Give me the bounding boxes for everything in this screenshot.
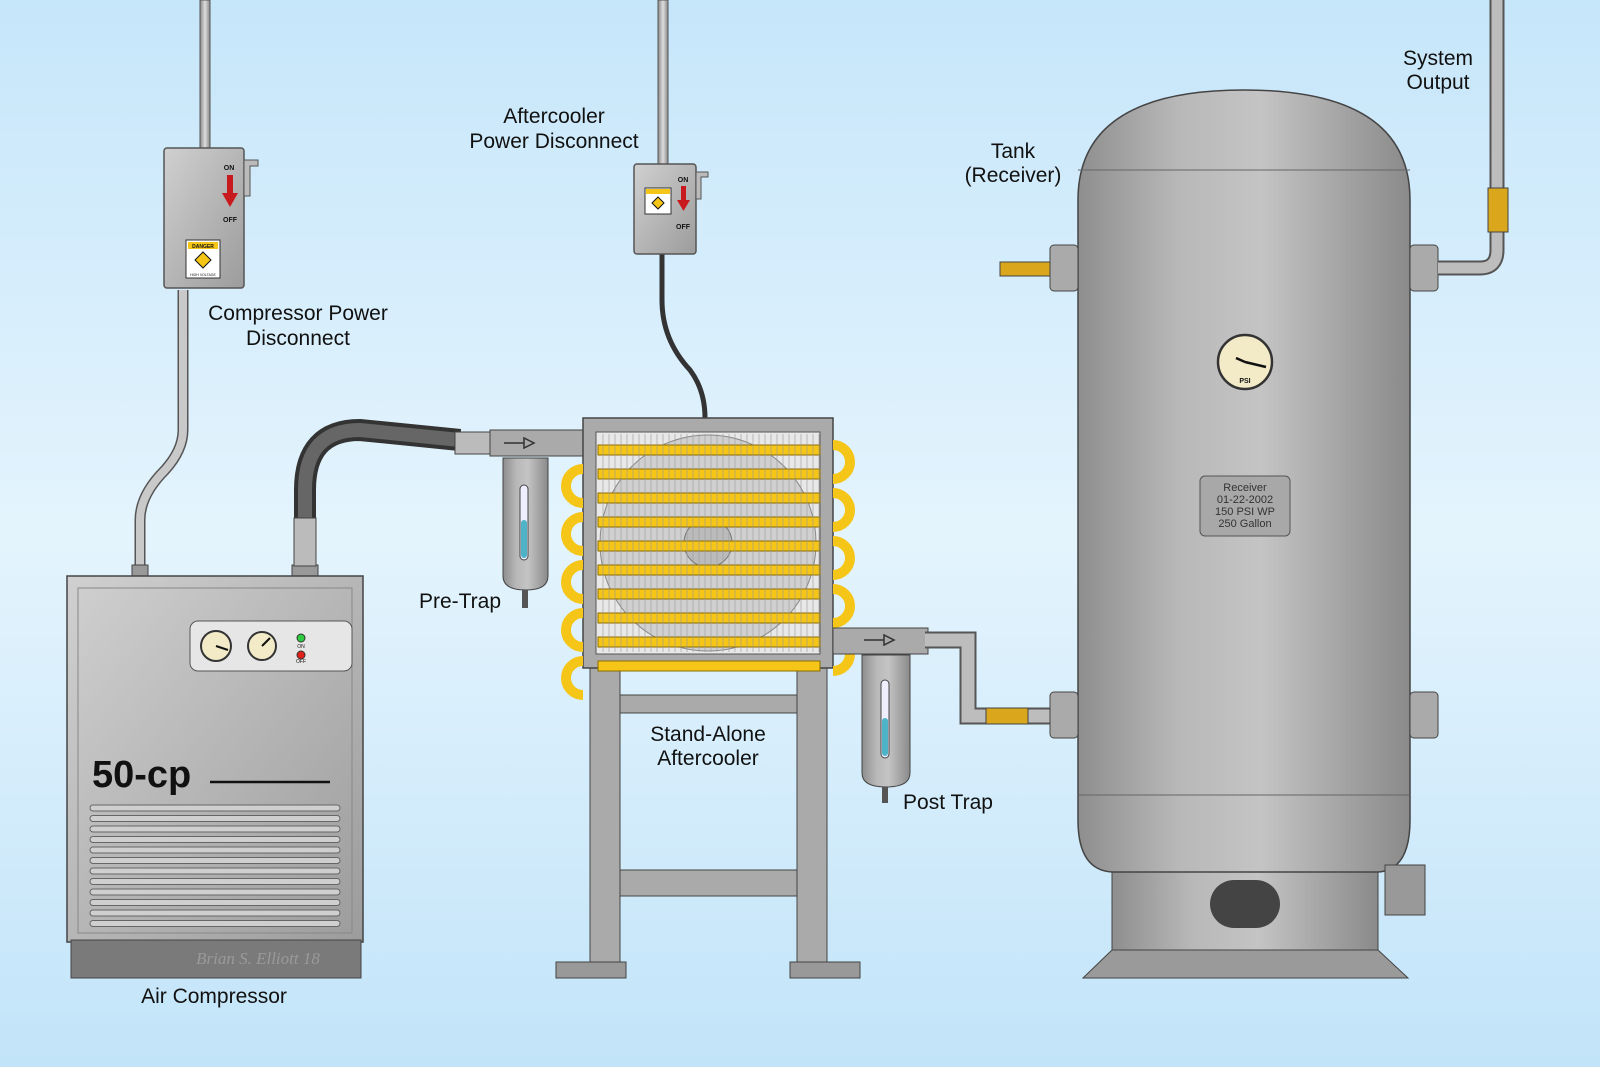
stand-alone-aftercooler xyxy=(555,417,861,979)
post-trap xyxy=(832,627,929,803)
louver xyxy=(89,909,341,917)
safety-valve xyxy=(999,261,1051,277)
pre-trap xyxy=(489,429,586,608)
svg-text:PSI: PSI xyxy=(1239,378,1250,385)
svg-text:01-22-2002: 01-22-2002 xyxy=(1217,494,1273,506)
label-aftercooler-disconnect: Aftercooler xyxy=(503,105,605,128)
svg-text:ON: ON xyxy=(224,165,235,172)
svg-text:Disconnect: Disconnect xyxy=(246,327,350,350)
label-compressor-disconnect: Compressor Power xyxy=(208,302,388,325)
signature: Brian S. Elliott 18 xyxy=(196,949,320,968)
louver xyxy=(89,920,341,927)
high-voltage-icon xyxy=(194,251,212,269)
flow-arrow-icon xyxy=(864,633,896,647)
svg-text:ON: ON xyxy=(297,644,305,650)
coil-bend xyxy=(561,656,584,700)
label-aftercooler: Stand-Alone xyxy=(650,723,766,746)
svg-text:DANGER: DANGER xyxy=(192,244,214,250)
output-ball-valve xyxy=(1487,187,1509,233)
label-post-trap: Post Trap xyxy=(903,791,993,814)
coil-bend xyxy=(832,488,855,532)
ball-valve xyxy=(985,707,1029,725)
label-pre-trap: Pre-Trap xyxy=(419,590,501,613)
air-compressor: ON OFF 50-cp Brian S. Elliott 18 xyxy=(66,564,364,979)
arrow-down-icon xyxy=(677,186,690,211)
coil-tube xyxy=(597,588,821,600)
receiver-plate xyxy=(1199,475,1291,537)
coil-bend xyxy=(561,464,584,508)
coil-tube xyxy=(597,564,821,576)
louver xyxy=(89,857,341,864)
louver xyxy=(89,888,341,896)
svg-text:ON: ON xyxy=(678,177,689,184)
compressor-disconnect: ON OFF DANGER HIGH VOLTAGE xyxy=(134,0,259,575)
svg-text:Receiver: Receiver xyxy=(1223,482,1267,494)
coil-bend xyxy=(832,440,855,484)
receiver-tank: PSI Receiver 01-22-2002 150 PSI WP 250 G… xyxy=(999,89,1439,979)
louver xyxy=(89,846,341,854)
svg-text:OFF: OFF xyxy=(223,217,238,224)
svg-text:OFF: OFF xyxy=(676,224,691,231)
svg-text:HIGH VOLTAGE: HIGH VOLTAGE xyxy=(190,273,216,277)
coil-tube xyxy=(597,492,821,504)
svg-text:150 PSI WP: 150 PSI WP xyxy=(1215,506,1275,518)
louver-vents xyxy=(89,804,341,927)
on-indicator-light xyxy=(296,633,306,643)
coil-bend xyxy=(832,584,855,628)
coil-tube xyxy=(597,468,821,480)
coil-bend xyxy=(561,512,584,556)
svg-text:250 Gallon: 250 Gallon xyxy=(1218,518,1271,530)
coil-tube xyxy=(597,540,821,552)
aftercooler-disconnect: ON OFF xyxy=(633,0,709,419)
louver xyxy=(89,815,341,822)
high-voltage-icon xyxy=(651,196,665,210)
coil-tube xyxy=(597,612,821,624)
coil-tube xyxy=(597,516,821,528)
coil-tube xyxy=(597,660,821,672)
svg-text:Power Disconnect: Power Disconnect xyxy=(469,130,638,153)
louver xyxy=(89,878,341,885)
louver xyxy=(89,899,341,906)
label-system-output: System xyxy=(1403,47,1473,70)
louver xyxy=(89,825,341,833)
svg-text:Aftercooler: Aftercooler xyxy=(657,747,759,770)
arrow-down-icon xyxy=(222,175,238,207)
coil-tube xyxy=(597,636,821,648)
label-tank: Tank xyxy=(991,140,1036,163)
coil-tube xyxy=(597,444,821,456)
drain-valve xyxy=(1384,864,1426,916)
svg-text:OFF: OFF xyxy=(296,659,306,665)
louver xyxy=(89,867,341,875)
svg-text:(Receiver): (Receiver) xyxy=(965,164,1062,187)
coil-bend xyxy=(561,608,584,652)
label-air-compressor: Air Compressor xyxy=(141,985,287,1008)
disconnect-box xyxy=(163,147,245,289)
coil-bend xyxy=(561,560,584,604)
model-label: 50-cp xyxy=(92,754,191,796)
louver xyxy=(89,804,341,812)
coil-bend xyxy=(832,536,855,580)
svg-text:Output: Output xyxy=(1406,71,1469,94)
flow-arrow-icon xyxy=(504,436,536,450)
off-indicator-light xyxy=(296,650,306,660)
louver xyxy=(89,836,341,843)
